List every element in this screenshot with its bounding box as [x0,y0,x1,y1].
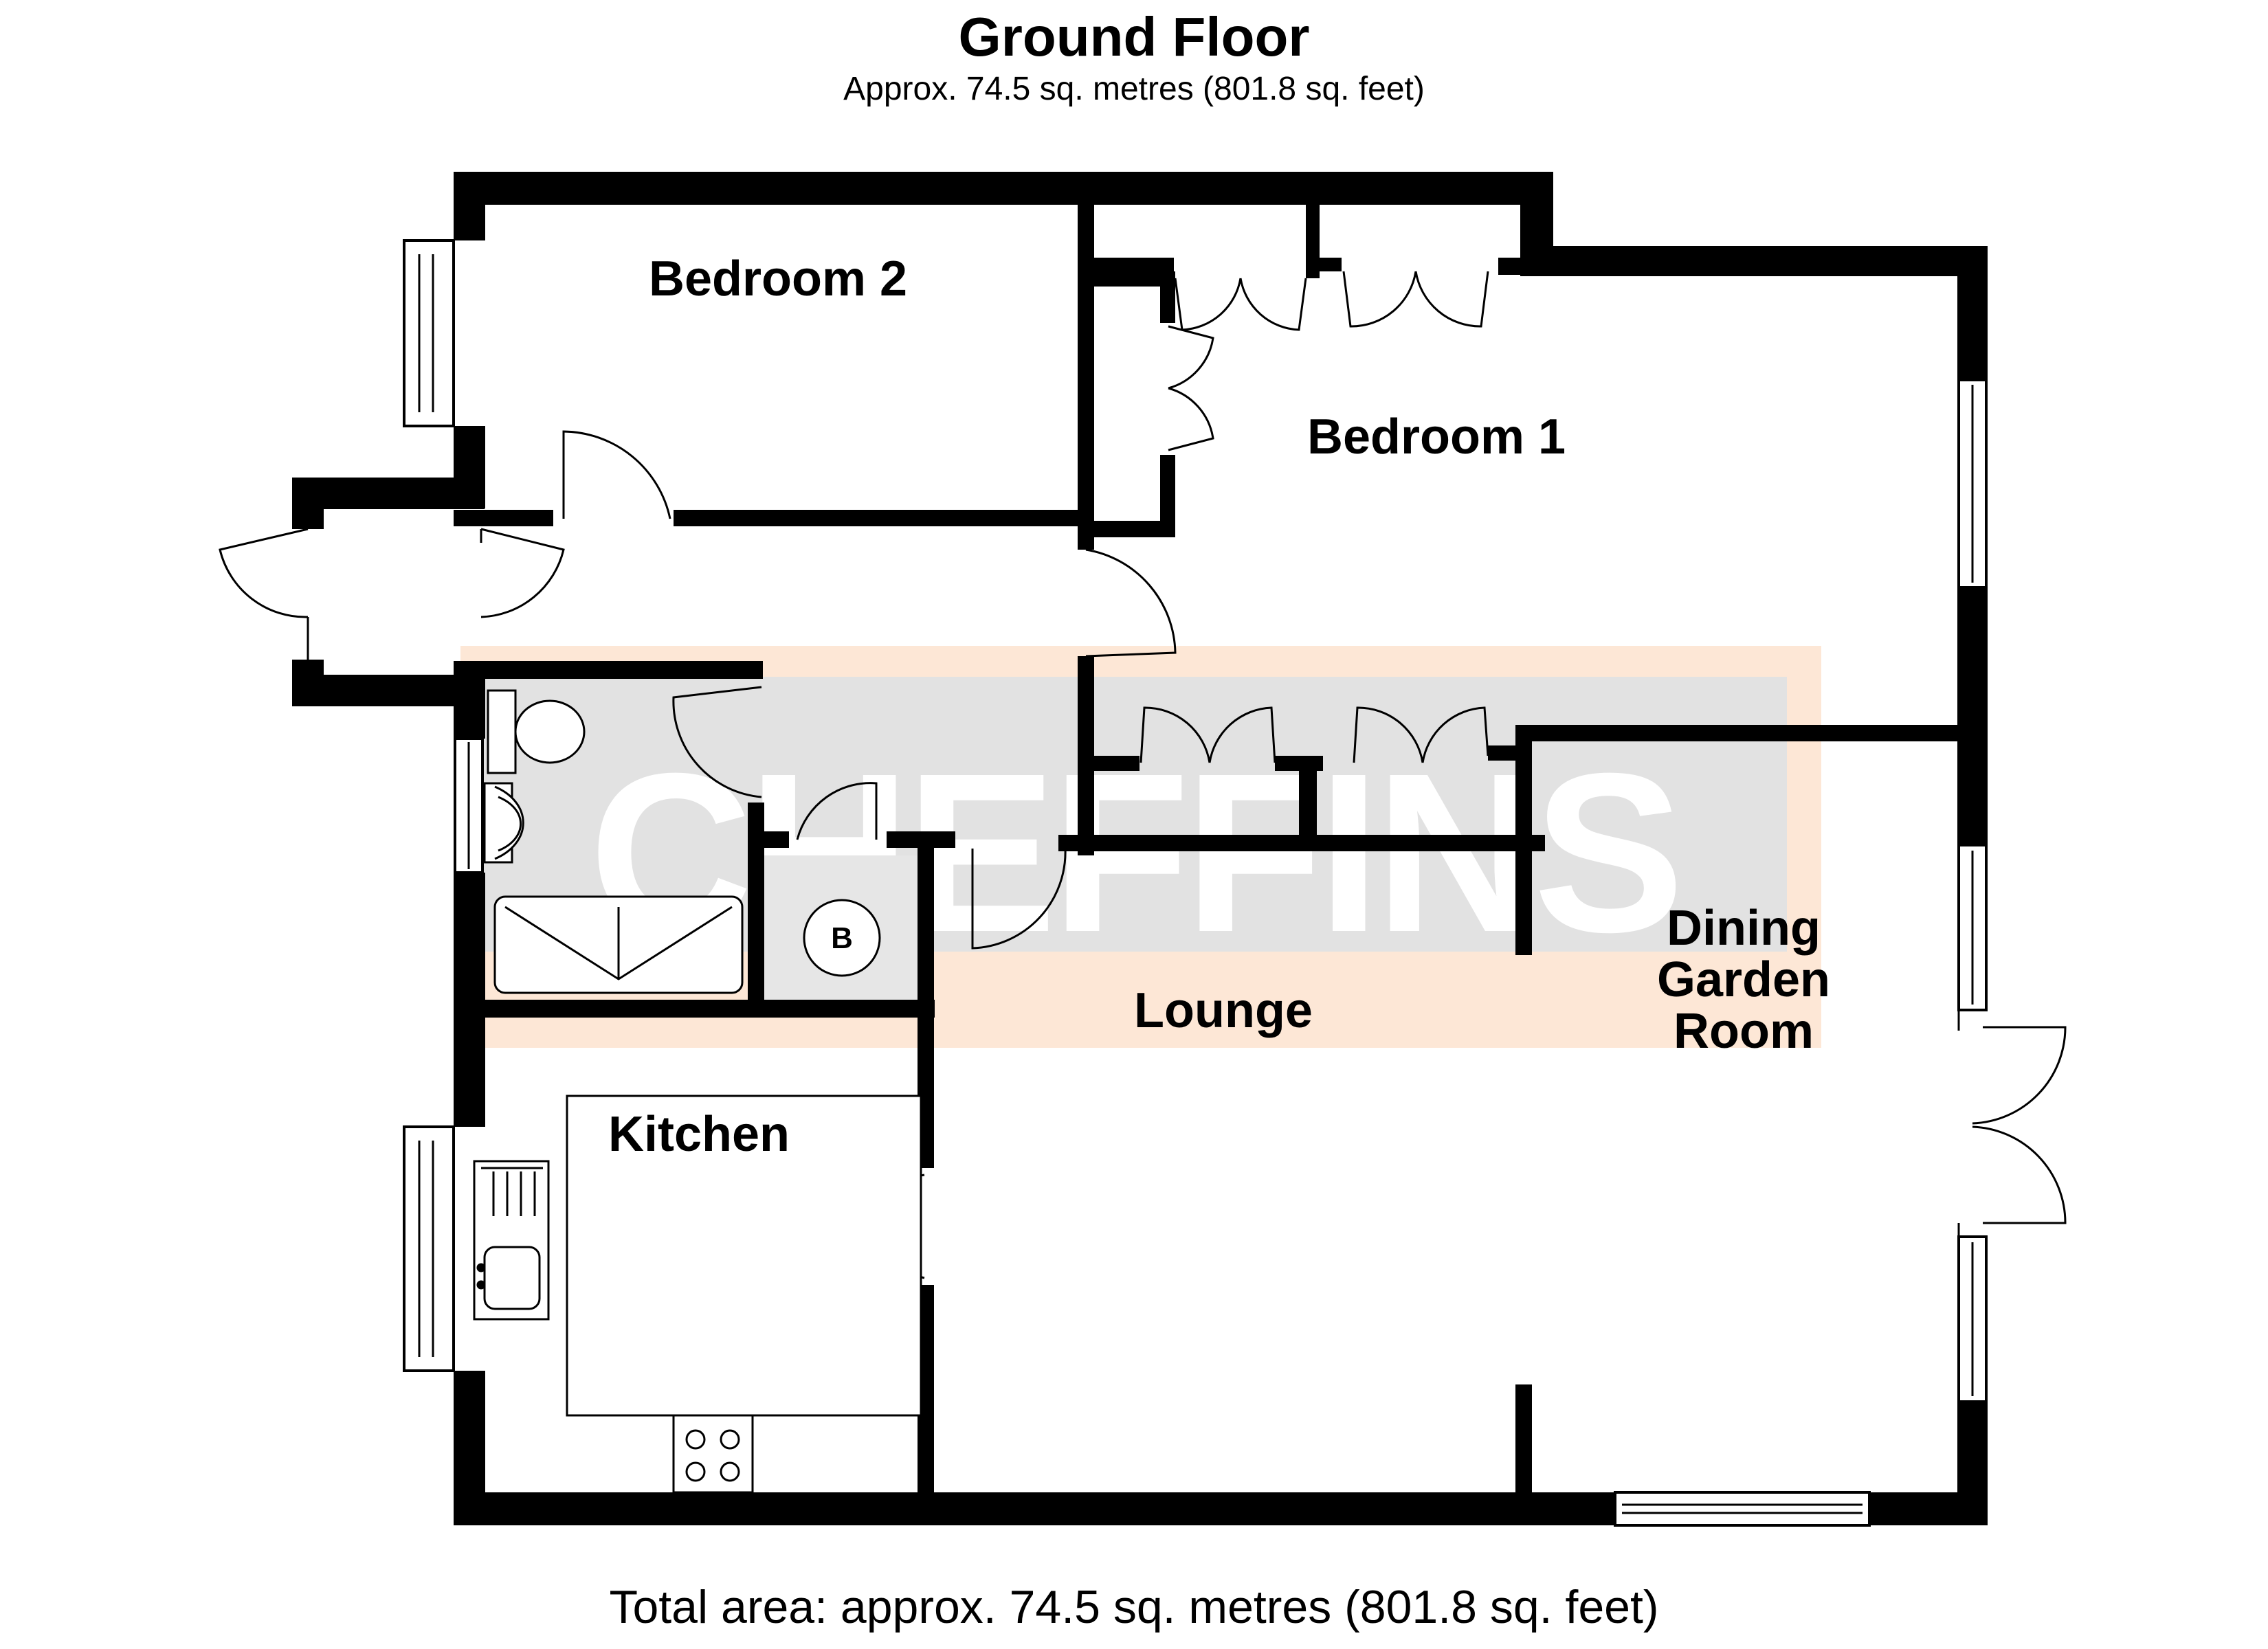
wall-bath-top [454,661,763,679]
wall-lounge-wardrobe-top-a [1078,756,1139,771]
door-cupboard [796,782,878,840]
door-wardrobe-bed1-d [1414,271,1489,328]
wall-bottom-left [454,1492,1615,1525]
wall-lounge-top-c [1058,835,1096,851]
room-label-kitchen: Kitchen [608,1107,790,1162]
sink-bowl [483,1246,541,1310]
door-garden-top [1972,1026,2067,1125]
wall-left-1 [454,172,485,240]
wall-top-right [1520,246,1988,276]
room-label-lounge: Lounge [1134,983,1313,1038]
floor-title: Ground Floor [958,6,1310,67]
wall-bed2-bottom-b [674,510,1086,526]
hob-ring [685,1429,706,1450]
toilet-cistern [487,689,517,774]
window-kitchen [403,1125,455,1372]
wall-lounge-wardrobe-mid-v [1299,756,1317,842]
kitchen-counter [566,1095,922,1417]
room-label-bedroom-2: Bedroom 2 [649,251,907,306]
door-garden-bottom [1972,1125,2067,1224]
room-label-dining-3: Room [1674,1004,1814,1059]
door-wardrobe-bed1-side-a [1168,325,1214,390]
wall-wardrobe-mid [1306,172,1320,278]
hob-icon [672,1414,754,1494]
boiler-label: B [831,921,853,955]
wall-right-1 [1957,246,1988,380]
wall-cupboard-top-a [748,831,789,848]
room-label-bedroom-1: Bedroom 1 [1307,410,1566,464]
door-wardrobe-lounge-a [1139,706,1211,763]
wall-cupboard-right [918,831,934,1017]
floor-area: Approx. 74.5 sq. metres (801.8 sq. feet) [843,71,1425,107]
wall-top-left [454,172,1553,205]
basin-bowl [498,796,522,852]
toilet-icon [514,699,586,764]
room-label-dining-1: Dining [1667,901,1821,956]
room-label-dining-2: Garden [1657,952,1830,1007]
wall-dining-top [1515,725,1972,741]
window-details [418,254,1974,1514]
window-lounge-bottom [1614,1491,1871,1527]
walls [292,172,1988,1525]
bathroom-fixtures: B [483,689,881,994]
wall-wardrobe-left-side [1078,271,1167,287]
door-lounge [971,848,1067,950]
window-bedroom2 [403,239,455,427]
wall-bottom-right [1869,1492,1988,1525]
hob-ring [720,1429,740,1450]
wall-bath-bottom [454,1000,935,1018]
kitchen-fixtures [473,1095,922,1494]
door-bedroom1 [1085,548,1177,658]
windows [403,239,1988,1527]
wall-bed2-right [1078,172,1094,546]
wall-wardrobe-left-b [1160,455,1175,537]
hob-ring [685,1461,706,1482]
wall-wardrobe-mid-foot [1306,258,1342,271]
wall-bed1-hall [1078,519,1094,550]
doors [219,271,2067,1279]
door-wardrobe-lounge-c [1353,706,1424,763]
sink-tap [476,1263,486,1272]
total-area: Total area: approx. 74.5 sq. metres (801… [609,1581,1659,1633]
wall-porch-top [292,478,485,509]
wall-porch-bottom [292,675,485,706]
door-bathroom [672,686,762,798]
wall-bed2-bottom-a [454,510,553,526]
door-bedroom2 [562,430,671,519]
door-entrance-top [219,528,309,618]
door-entrance-bottom [480,528,565,618]
door-wardrobe-lounge-d [1421,706,1489,763]
wall-divider-dining [1515,728,1532,955]
wall-wardrobe-left-a [1160,271,1175,323]
wall-wardrobe-top-left [1078,258,1174,271]
hob-ring [720,1461,740,1482]
door-wardrobe-bed1-a [1174,278,1242,331]
wall-left-5 [454,1371,485,1525]
wall-porch-upper [292,478,324,529]
door-wardrobe-bed1-c [1342,271,1417,328]
wall-wardrobe-right-foot [1498,258,1553,275]
boiler-icon [803,899,881,977]
sink-tap [476,1280,486,1290]
door-wardrobe-bed1-side-b [1168,387,1214,451]
door-wardrobe-bed1-b [1239,278,1307,331]
door-wardrobe-lounge-b [1208,706,1276,763]
wall-lounge-bottom-stub [1515,1384,1532,1508]
wall-right-2 [1957,587,1988,845]
